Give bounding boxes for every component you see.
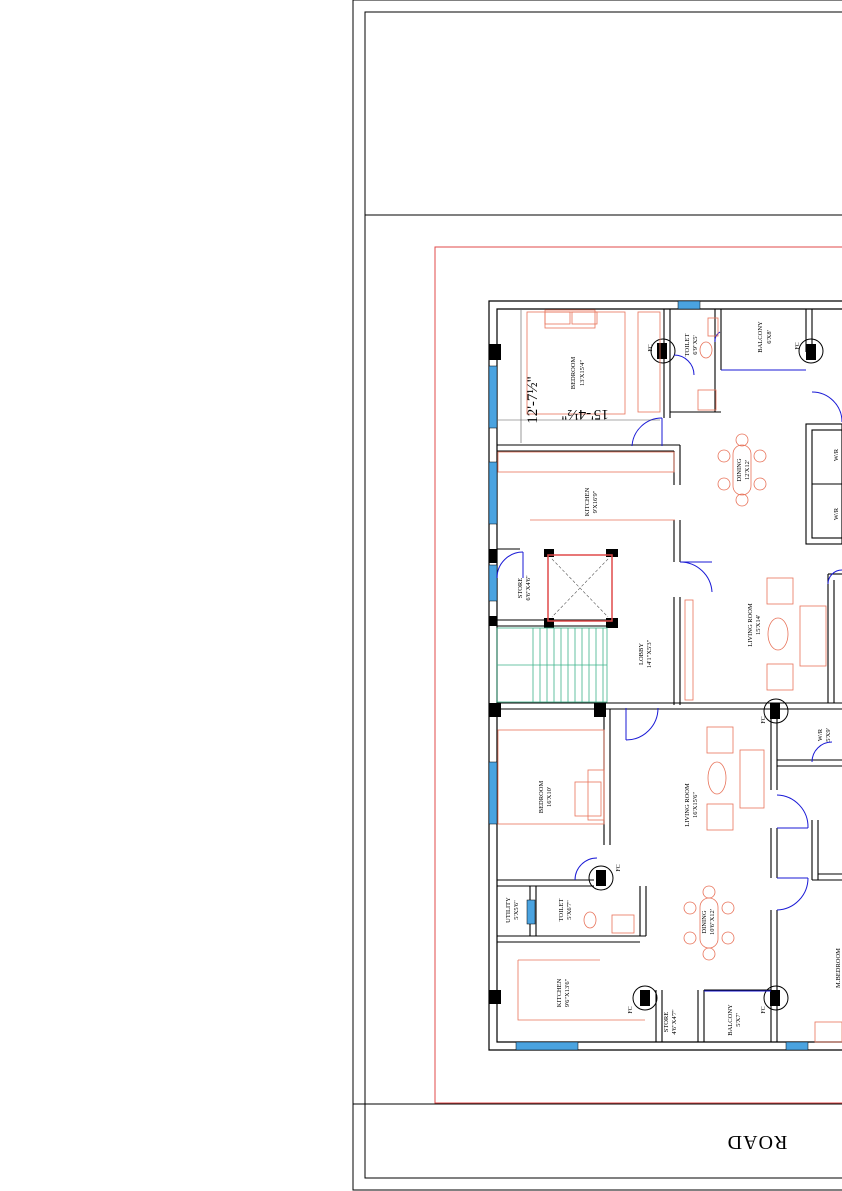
windows [488,300,809,1051]
interior-walls [497,309,842,1042]
room-size: 16'X15'6" [692,792,699,818]
room-size: 6'X8' [766,330,773,344]
road-label: ROAD [727,1131,788,1153]
room-size: 5'X6'7" [566,900,573,920]
room-name: KITCHEN [584,487,591,516]
room-name: BALCONY [757,321,764,353]
fc-label: FC [616,864,622,871]
structural-columns [489,343,816,1006]
room-name: LOBBY [638,643,645,665]
room-size: 10'6"X12' [709,909,716,935]
fc-labels: FC FC FC FC FC FC [616,342,801,1013]
room-name: DINING [736,458,743,481]
room-name: W/R [817,728,824,741]
room-size: 9'X16'9" [592,490,599,513]
fc-label: FC [628,1006,634,1013]
room-size: 5'X5'6" [513,900,520,920]
fc-label: FC [795,342,801,349]
dimension-label-b: 15'-4½" [561,406,609,422]
dimension-lines [498,310,660,443]
room-size: 12'X12' [744,460,751,480]
room-name: LIVING ROOM [747,603,754,647]
room-name: BEDROOM [538,781,545,814]
furniture [497,309,842,1043]
room-size: 5'X9' [825,728,832,742]
room-name: W/R [833,448,840,461]
room-name: M.BEDROOM [835,948,842,988]
room-size: 14'1"X5'3" [646,639,653,668]
fc-label: FC [761,716,767,723]
room-name: W/R [833,507,840,520]
room-name: STORE [517,578,524,598]
room-size: 4'6"X4'7" [671,1009,678,1035]
room-labels-lower: BEDROOM 16'X10' LIVING ROOM 16'X15'6" W/… [505,728,842,1036]
room-name: TOILET [558,899,565,922]
room-size: 6'6"X4'6" [525,575,532,601]
room-size: 9'6"X13'6" [564,978,571,1007]
plot-boundary [434,246,842,1104]
dimension-label-a: 12'-7½" [525,376,541,424]
fc-label: FC [648,344,654,351]
room-name: KITCHEN [556,978,563,1007]
staircase [496,627,608,703]
fc-circles [588,338,824,1011]
room-size: 5'X7' [735,1013,742,1027]
room-name: TOILET [684,334,691,357]
lift-shaft [547,554,613,622]
room-size: 13'X15'4" [579,360,586,386]
room-size: 16'X10' [546,787,553,807]
room-name: LIVING ROOM [684,783,691,827]
room-name: DINING [701,910,708,933]
room-labels-upper: BEDROOM 13'X15'4" TOILET 6'9"X5' BALCONY… [517,321,840,668]
room-name: BALCONY [727,1004,734,1036]
room-name: BEDROOM [570,357,577,390]
room-name: STORE [663,1012,670,1032]
room-size: 6'9"X5' [692,335,699,354]
fc-label: FC [761,1006,767,1013]
doors [496,331,842,992]
room-name: UTILITY [505,897,512,923]
outer-walls [488,300,842,1051]
room-size: 15'X14' [755,615,762,635]
sheet-frame [352,0,842,1191]
